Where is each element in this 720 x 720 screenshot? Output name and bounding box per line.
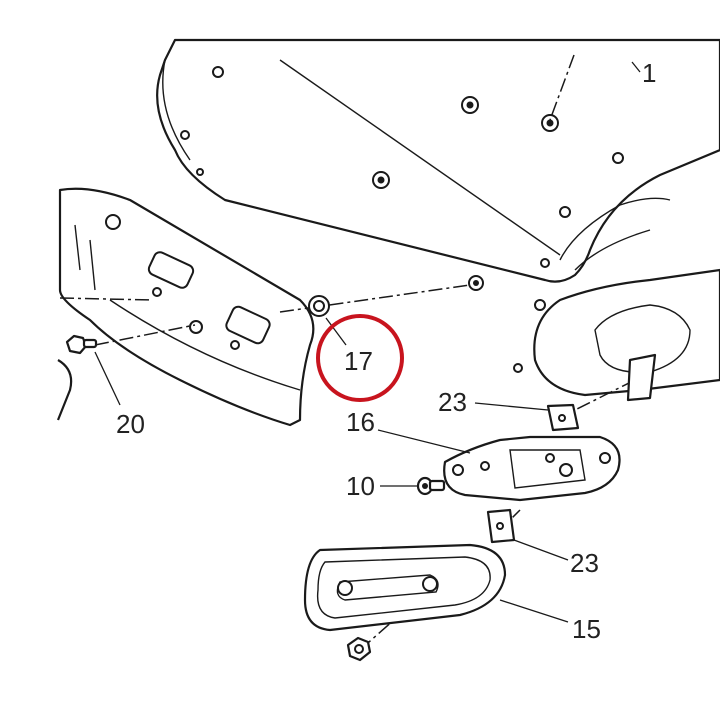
- muffler-end-cap: [513, 268, 720, 397]
- part-15-cover: [303, 543, 507, 632]
- part-23-clip-lower: [486, 508, 516, 544]
- nut-bottom: [346, 636, 372, 662]
- label-part-20: 20: [116, 409, 145, 439]
- leader-lines: [94, 61, 641, 623]
- label-part-23-upper: 23: [438, 387, 467, 417]
- label-part-17: 17: [344, 346, 373, 376]
- label-part-16: 16: [346, 407, 375, 437]
- part-10-screw: [416, 476, 446, 496]
- muffler-body: [156, 38, 720, 283]
- part-23-clip-upper: [546, 403, 580, 432]
- label-part-15: 15: [572, 614, 601, 644]
- label-part-23-lower: 23: [570, 548, 599, 578]
- label-part-10: 10: [346, 471, 375, 501]
- part-17-grommet: [308, 295, 330, 317]
- lower-frame-edge: [56, 359, 73, 421]
- part-16-bracket: [443, 435, 621, 502]
- highlight-circle-17: [316, 314, 404, 402]
- part-20-bolt: [65, 334, 98, 355]
- end-cap-bracket: [626, 353, 657, 402]
- label-part-1: 1: [642, 58, 656, 88]
- muffler-studs: [372, 96, 559, 291]
- heat-shield-left: [58, 187, 315, 427]
